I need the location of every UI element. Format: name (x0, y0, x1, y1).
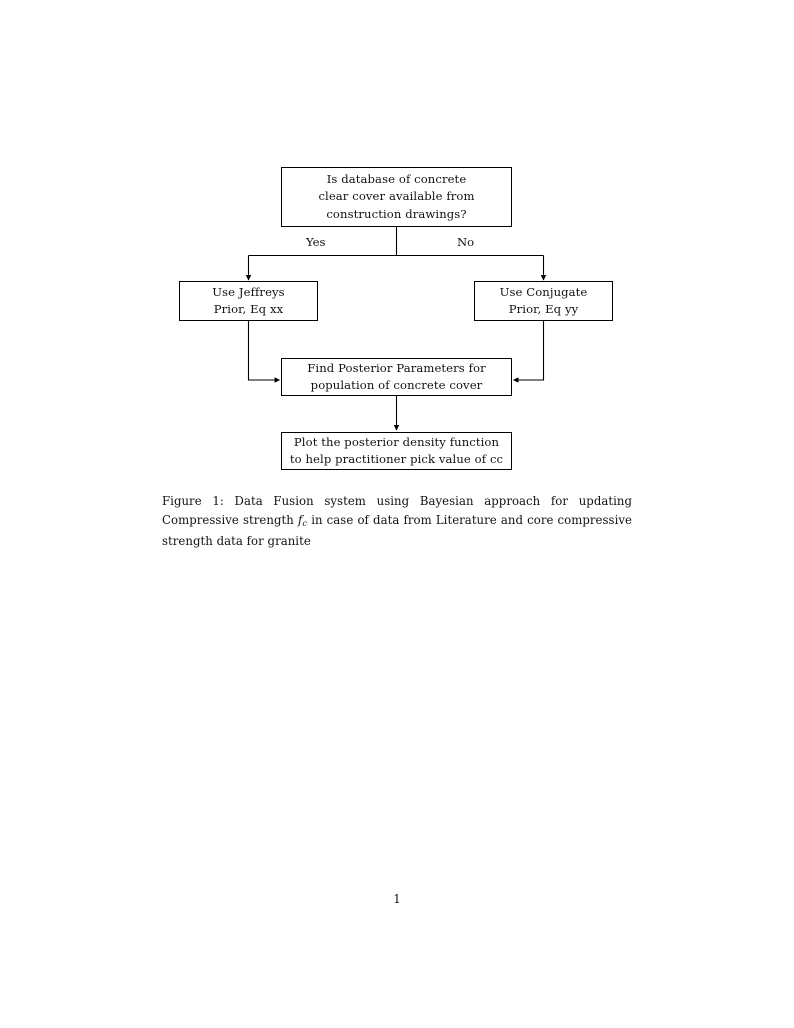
figure-caption-math-variable: f (297, 512, 303, 527)
figure-caption-label: Figure 1: (162, 494, 224, 508)
edge-label-yes: Yes (306, 235, 326, 249)
node-jeffreys-line-2: Prior, Eq xx (213, 302, 284, 316)
node-jeffreys-line-1: Use Jeffreys (212, 284, 285, 299)
node-decision-line-3: construction drawings? (326, 206, 467, 221)
node-decision-line-2: clear cover available from (318, 189, 475, 204)
node-conjugate-line-2: Prior, Eq yy (508, 302, 579, 316)
node-plot-line-1: Plot the posterior density function (293, 434, 500, 449)
flowchart-node-find-posterior-parameters[interactable]: Find Posterior Parameters for population… (281, 358, 512, 396)
flowchart-node-decision-database-available[interactable]: Is database of concrete clear cover avai… (281, 167, 512, 227)
figure-flowchart: Is database of concrete clear cover avai… (0, 0, 794, 490)
edge-jeffreys-to-posterior (247, 321, 281, 383)
page-number: 1 (393, 892, 401, 906)
edge-label-no: No (457, 235, 475, 249)
figure-caption-part-1: Data Fusion system using Bayesian approa… (162, 494, 633, 527)
figure-caption-math-subscript: c (302, 517, 308, 528)
node-conjugate-line-1: Use Conjugate (499, 284, 588, 299)
node-posterior-line-2: population of concrete cover (310, 378, 483, 392)
flowchart-node-use-conjugate-prior[interactable]: Use Conjugate Prior, Eq yy (474, 281, 613, 321)
figure-caption: Figure 1: Data Fusion system using Bayes… (162, 492, 632, 551)
node-decision-line-1: Is database of concrete (326, 171, 467, 186)
node-plot-line-2: to help practitioner pick value of cc (289, 452, 504, 466)
flowchart-connectors (245, 227, 547, 431)
figure-caption-part-2: in case of data from Literature and core… (162, 512, 633, 549)
flowchart-node-use-jeffreys-prior[interactable]: Use Jeffreys Prior, Eq xx (179, 281, 318, 321)
edge-conjugate-to-posterior (512, 321, 545, 383)
flowchart-node-plot-posterior-density[interactable]: Plot the posterior density function to h… (281, 432, 512, 470)
node-posterior-line-1: Find Posterior Parameters for (307, 360, 486, 375)
